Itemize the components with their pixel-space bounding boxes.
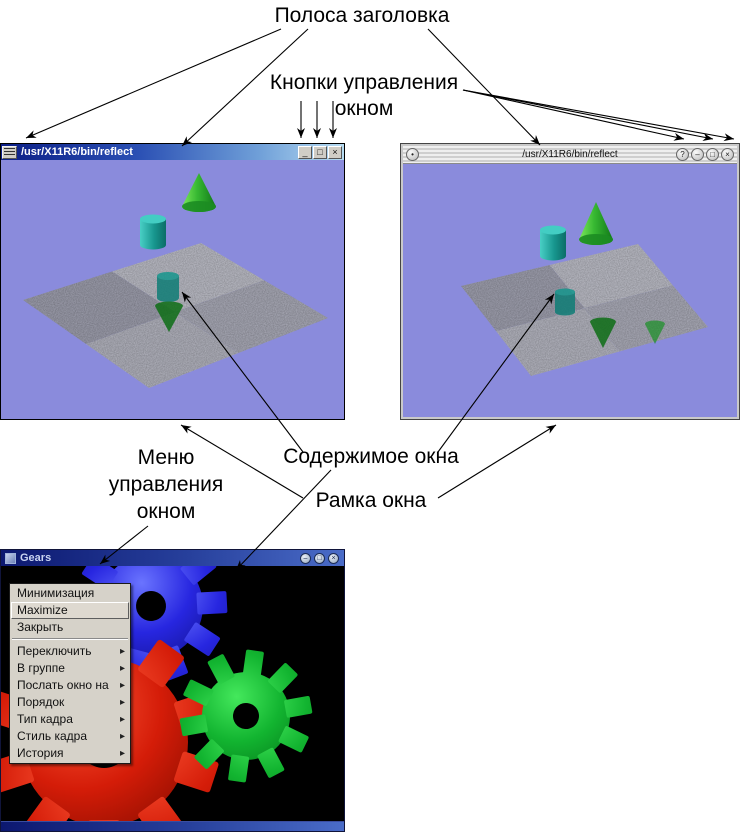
reflect-scene-left bbox=[1, 160, 344, 419]
submenu-arrow-icon: ▸ bbox=[119, 663, 125, 674]
label-control-buttons-line2: окном bbox=[334, 97, 394, 120]
minimize-button[interactable]: – bbox=[300, 552, 311, 564]
label-window-frame: Рамка окна bbox=[315, 489, 427, 512]
menu-item-frame-type[interactable]: Тип кадра▸ bbox=[17, 712, 125, 726]
submenu-arrow-icon: ▸ bbox=[119, 680, 125, 691]
menu-item-in-group[interactable]: В группе▸ bbox=[17, 661, 125, 675]
right-window-titlebar[interactable]: /usr/X11R6/bin/reflect • ? – □ × bbox=[403, 146, 737, 164]
gears-window-buttons: – □ × bbox=[300, 552, 339, 564]
submenu-arrow-icon: ▸ bbox=[119, 714, 125, 725]
label-control-buttons: Кнопки управления окном bbox=[254, 70, 474, 122]
reflect-window-left: /usr/X11R6/bin/reflect _ □ × bbox=[0, 143, 345, 420]
right-window-content bbox=[403, 164, 737, 417]
menu-item-send-window-to[interactable]: Послать окно на▸ bbox=[17, 678, 125, 692]
reflections bbox=[155, 272, 183, 332]
left-window-titlebar[interactable]: /usr/X11R6/bin/reflect _ □ × bbox=[1, 144, 344, 160]
window-menu-button[interactable]: • bbox=[406, 148, 419, 161]
close-button[interactable]: × bbox=[328, 552, 339, 564]
label-window-menu-line1: Меню bbox=[137, 446, 195, 469]
help-button[interactable]: ? bbox=[676, 148, 689, 161]
reflections bbox=[555, 288, 665, 348]
window-control-menu: Минимизация Maximize Закрыть Переключить… bbox=[9, 583, 131, 764]
label-window-menu: Меню управления окном bbox=[96, 444, 236, 525]
cone bbox=[182, 173, 216, 212]
maximize-button[interactable]: □ bbox=[314, 552, 325, 564]
right-window-buttons: ? – □ × bbox=[676, 148, 734, 161]
left-window-content bbox=[1, 160, 344, 419]
label-window-menu-line2: управления bbox=[108, 473, 224, 496]
maximize-button[interactable]: □ bbox=[706, 148, 719, 161]
green-gear bbox=[179, 649, 313, 783]
gears-window-titlebar[interactable]: Gears – □ × bbox=[1, 550, 344, 566]
right-window-title: /usr/X11R6/bin/reflect bbox=[522, 149, 618, 160]
left-window-title: /usr/X11R6/bin/reflect bbox=[21, 146, 133, 158]
menu-item-minimize[interactable]: Минимизация bbox=[17, 586, 95, 600]
left-window-buttons: _ □ × bbox=[297, 145, 342, 159]
menu-item-order[interactable]: Порядок▸ bbox=[17, 695, 125, 709]
menu-separator bbox=[12, 638, 128, 640]
cylinder bbox=[140, 214, 166, 250]
gears-window-content: Минимизация Maximize Закрыть Переключить… bbox=[1, 566, 344, 821]
submenu-arrow-icon: ▸ bbox=[119, 646, 125, 657]
menu-item-maximize[interactable]: Maximize bbox=[11, 602, 129, 619]
label-window-content: Содержимое окна bbox=[283, 445, 459, 468]
submenu-arrow-icon: ▸ bbox=[119, 731, 125, 742]
menu-item-close[interactable]: Закрыть bbox=[17, 620, 64, 634]
window-menu-icon[interactable] bbox=[2, 145, 17, 159]
close-button[interactable]: × bbox=[328, 145, 342, 159]
minimize-button[interactable]: _ bbox=[298, 145, 312, 159]
gears-window-bottom-handle[interactable] bbox=[1, 821, 344, 831]
maximize-button[interactable]: □ bbox=[313, 145, 327, 159]
cone bbox=[579, 202, 613, 245]
label-control-buttons-line1: Кнопки управления bbox=[269, 71, 459, 94]
gears-window-title: Gears bbox=[20, 552, 52, 564]
label-window-menu-line3: окном bbox=[136, 500, 196, 523]
menu-item-switch[interactable]: Переключить▸ bbox=[17, 644, 125, 658]
submenu-arrow-icon: ▸ bbox=[119, 697, 125, 708]
label-title-bar: Полоса заголовка bbox=[274, 4, 450, 27]
app-icon[interactable] bbox=[5, 552, 16, 564]
gears-window: Gears – □ × bbox=[0, 549, 345, 832]
reflect-scene-right bbox=[403, 164, 737, 417]
close-button[interactable]: × bbox=[721, 148, 734, 161]
menu-item-frame-style[interactable]: Стиль кадра▸ bbox=[17, 729, 125, 743]
minimize-button[interactable]: – bbox=[691, 148, 704, 161]
menu-item-history[interactable]: История▸ bbox=[17, 746, 125, 760]
submenu-arrow-icon: ▸ bbox=[119, 748, 125, 759]
reflect-window-right: /usr/X11R6/bin/reflect • ? – □ × bbox=[400, 143, 740, 420]
hamburger-icon bbox=[4, 147, 15, 157]
cylinder bbox=[540, 225, 566, 261]
